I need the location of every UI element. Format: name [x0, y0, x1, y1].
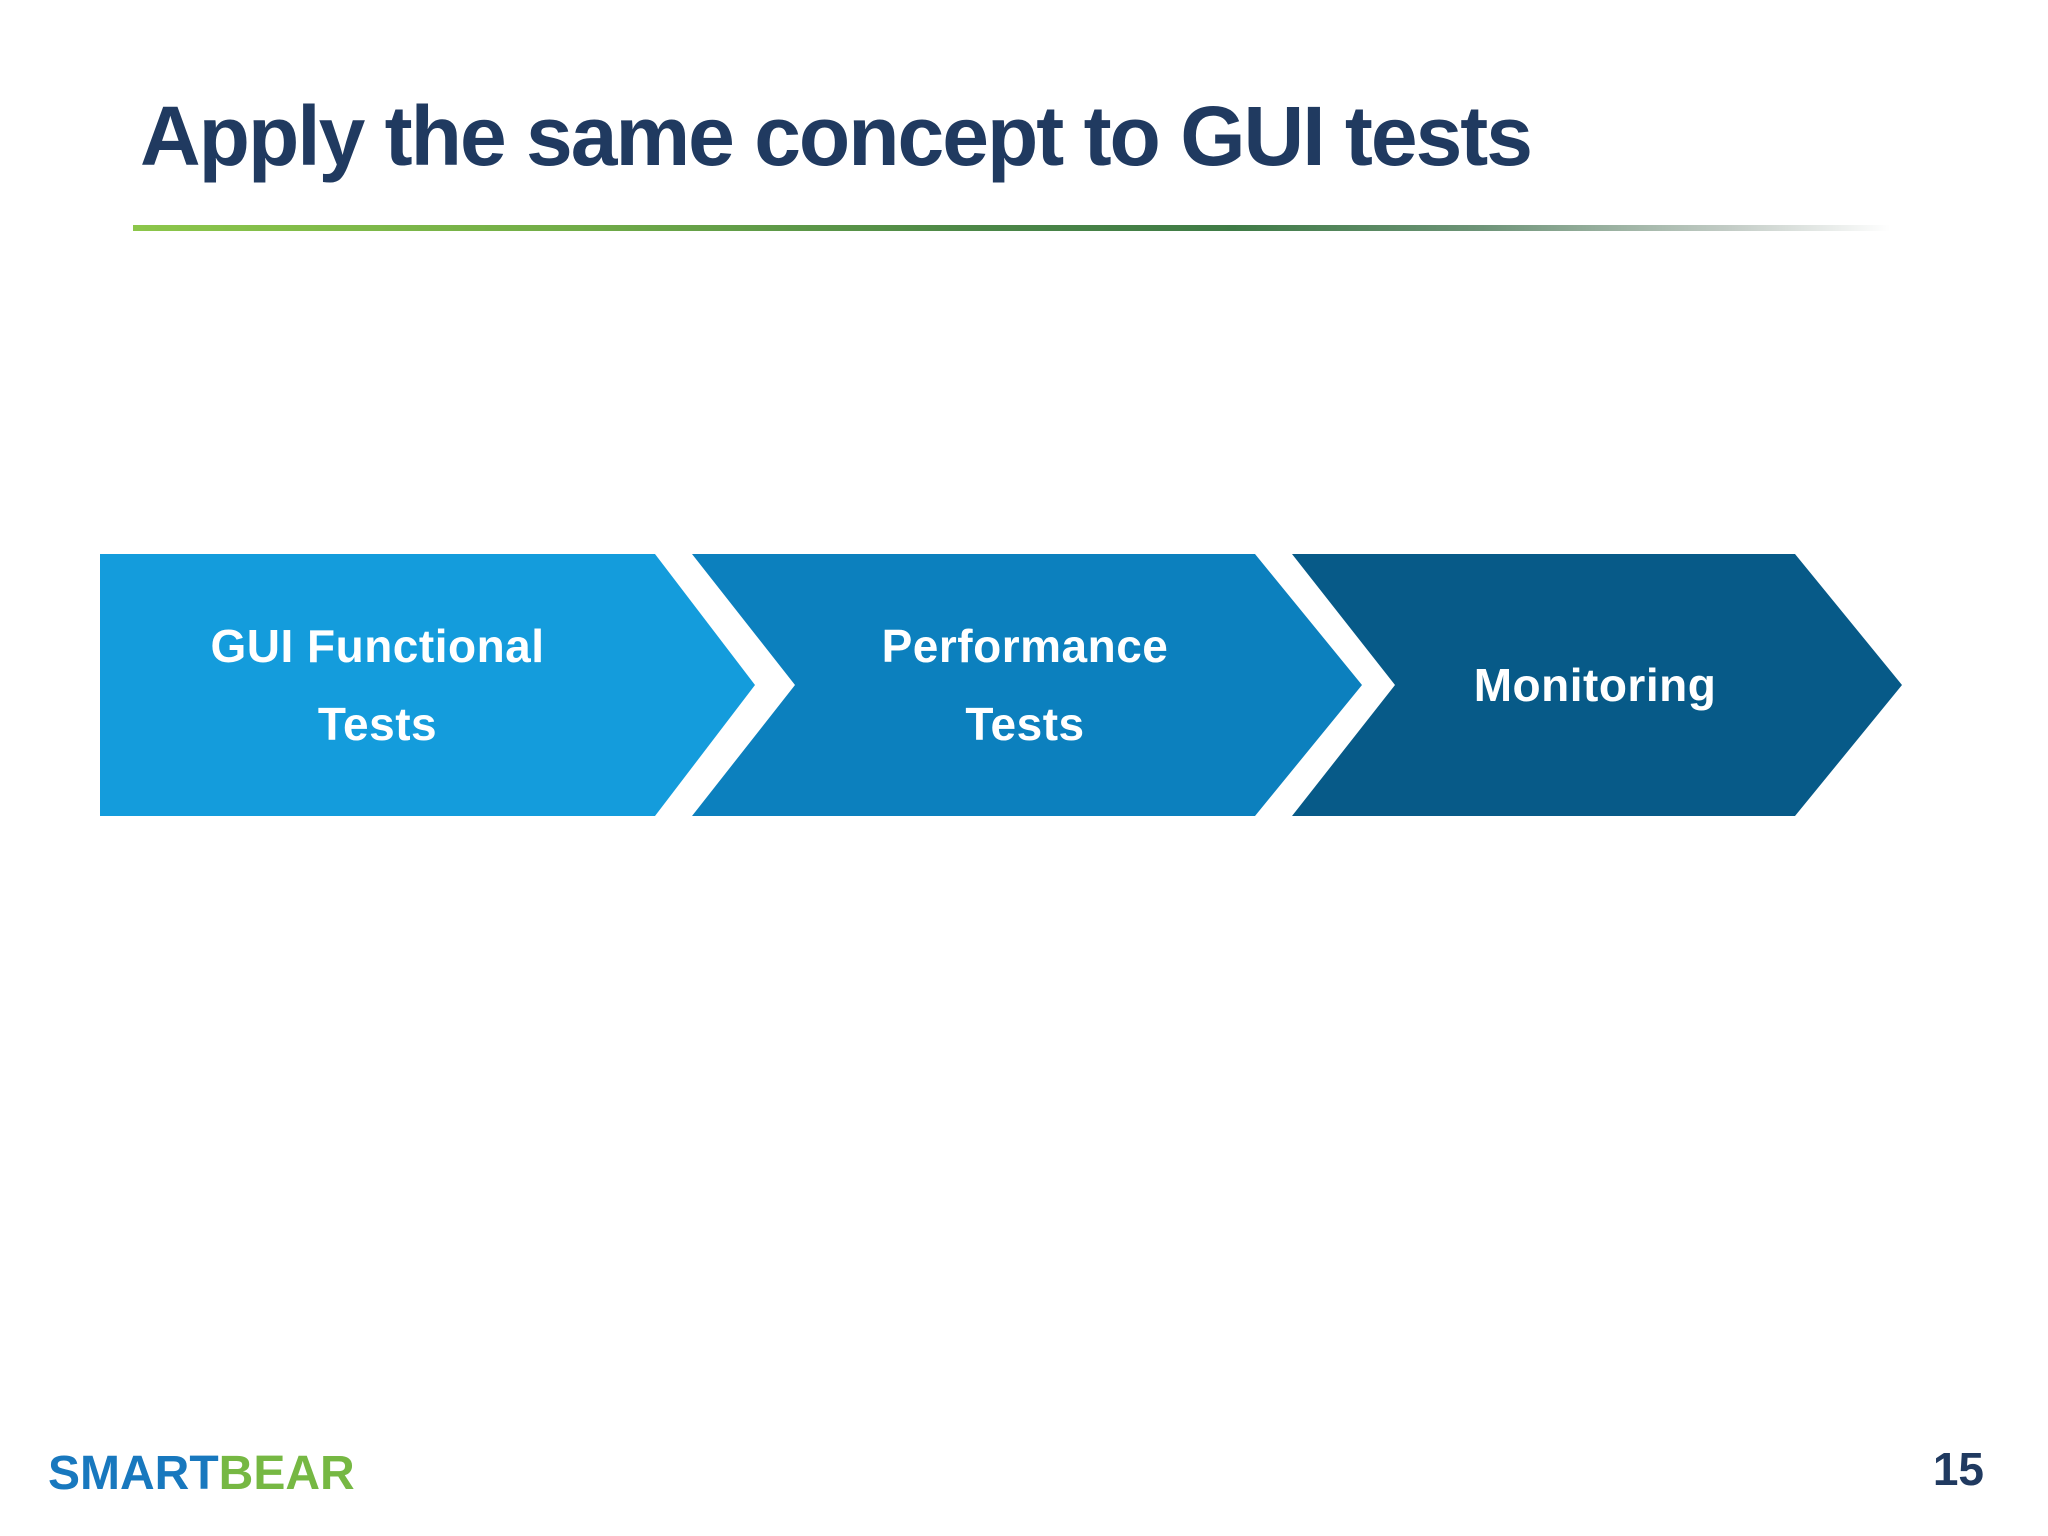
chevron-step-monitoring: Monitoring: [1292, 554, 1902, 816]
smartbear-logo-smart: SMART: [48, 1447, 219, 1500]
chevron-step-label: GUI Functional Tests: [210, 619, 545, 750]
slide-page-number: 15: [1932, 1443, 1984, 1495]
chevron-step-label: Performance Tests: [881, 619, 1169, 750]
slide-title: Apply the same concept to GUI tests: [140, 89, 1533, 183]
smartbear-logo-bear: BEAR: [218, 1447, 355, 1500]
title-underline-gradient: [133, 225, 1908, 231]
chevron-step-gui-functional-tests: GUI Functional Tests: [100, 554, 755, 816]
smartbear-logo: SMARTBEAR: [48, 1446, 355, 1501]
chevron-step-label: Monitoring: [1473, 658, 1717, 711]
chevron-step-performance-tests: Performance Tests: [692, 554, 1362, 816]
